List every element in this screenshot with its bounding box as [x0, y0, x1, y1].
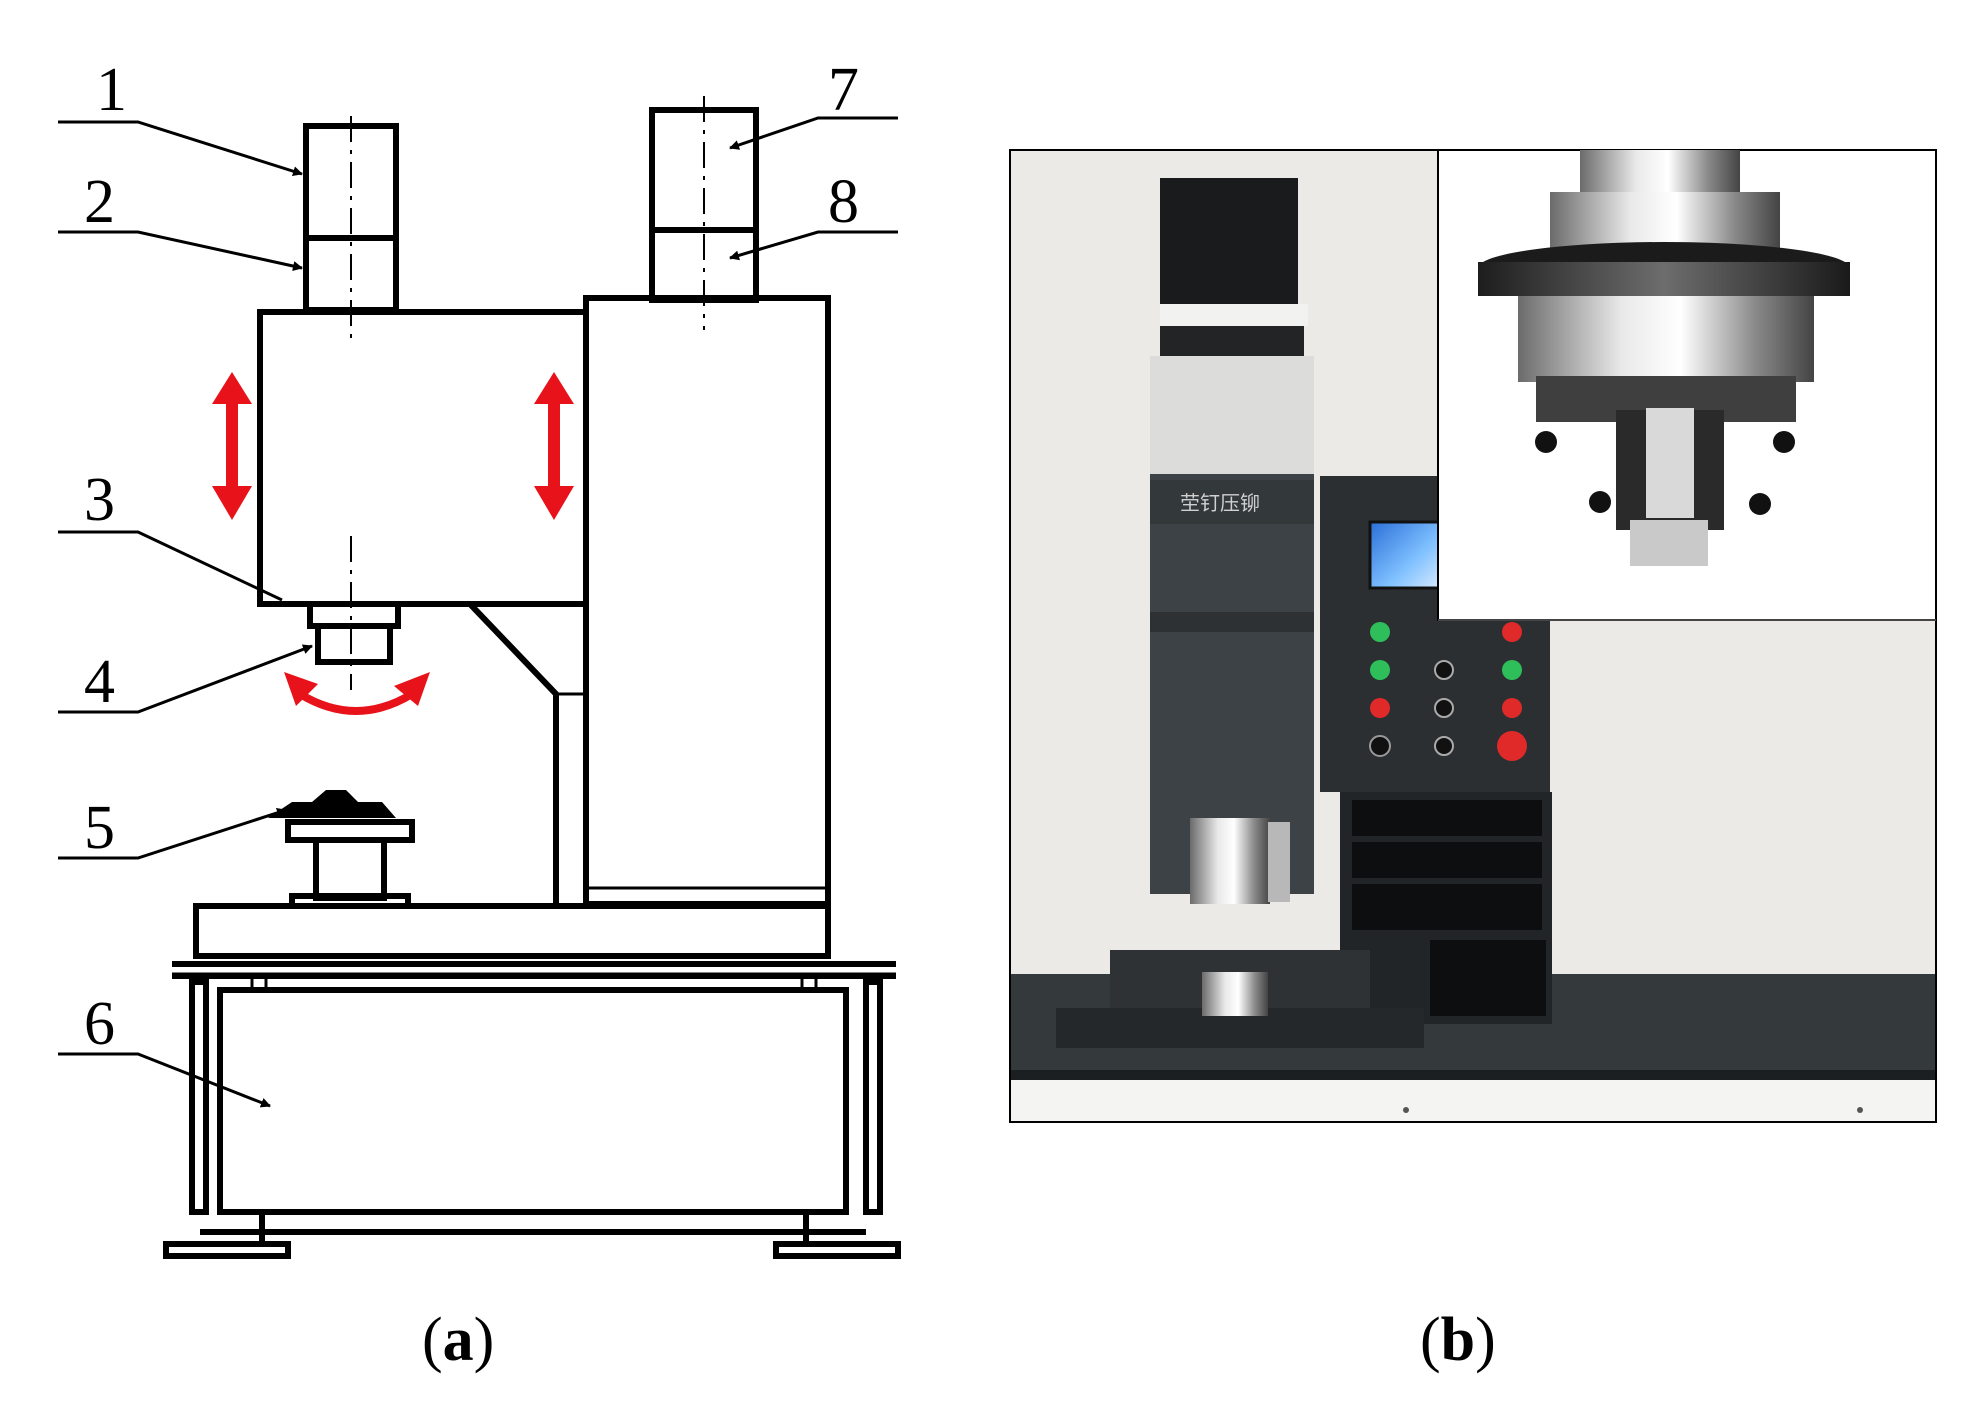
- photo-shelf-2: [1352, 842, 1542, 878]
- cabinet-support-right: [800, 974, 818, 992]
- rivet-head-flange: [307, 601, 401, 629]
- photo-shelf-3: [1352, 884, 1542, 930]
- caption-b: (b): [1420, 1306, 1496, 1374]
- callout-8: 8: [828, 168, 859, 236]
- head-housing: [257, 309, 589, 607]
- photo-table-edge: [1011, 1070, 1935, 1080]
- callout-leaders: [58, 116, 898, 1108]
- callout-4: 4: [84, 648, 115, 716]
- callout-6: 6: [84, 990, 115, 1058]
- rotation-arrowhead-left: [284, 672, 318, 706]
- machine-bed: [193, 903, 831, 959]
- fixture-table: [285, 819, 415, 843]
- fixture-clamp: [268, 790, 396, 818]
- foot-right: [773, 1241, 901, 1259]
- photo-actuator-silver: [1150, 356, 1314, 474]
- photo-head-label: 茔钉压铆: [1180, 491, 1260, 515]
- photo-table-front: [1011, 1080, 1935, 1121]
- rivet-head-tool: [315, 623, 393, 665]
- callout-2: 2: [84, 168, 115, 236]
- callout-5: 5: [84, 794, 115, 862]
- photo-head-lower-block: [1150, 612, 1314, 632]
- panel-b-photo: 茔钉压铆: [1009, 149, 1937, 1374]
- base-cabinet: [217, 987, 849, 1215]
- photo-inset-tool: [1478, 150, 1850, 566]
- rotation-arrowhead-right: [394, 672, 430, 706]
- photo-fixture: [1202, 972, 1268, 1016]
- photo-rivet-head-side: [1268, 822, 1290, 902]
- motion-arrows: [212, 372, 574, 715]
- photo-table-screw-right: [1857, 1107, 1863, 1113]
- callout-7: 7: [828, 56, 859, 124]
- photo-head-label-band: [1150, 480, 1314, 524]
- cabinet-support-left: [250, 974, 268, 992]
- panel-a-drawing: 1 2 3 4 5 6 7 8 (a): [58, 56, 901, 1374]
- vertical-motion-arrow-right: [534, 372, 574, 520]
- table-leg-left: [189, 979, 209, 1215]
- caption-a: (a): [422, 1306, 494, 1374]
- fixture-stem: [313, 837, 387, 901]
- right-column: [583, 295, 831, 907]
- photo-shelf-1: [1352, 800, 1542, 836]
- callout-3: 3: [84, 466, 115, 534]
- photo-shelf-4: [1430, 940, 1546, 1016]
- vertical-motion-arrow-left: [212, 372, 252, 520]
- photo-table-screw-left: [1403, 1107, 1409, 1113]
- rotation-motion-arc: [297, 690, 415, 715]
- photo-actuator-cap: [1160, 178, 1298, 304]
- photo-actuator-band: [1160, 304, 1308, 326]
- callout-1: 1: [96, 56, 127, 124]
- foot-left: [163, 1241, 291, 1259]
- table-leg-right: [863, 979, 883, 1215]
- photo-lcd-screen: [1368, 520, 1442, 590]
- photo-control-buttons: [1369, 622, 1527, 761]
- photo-rivet-head: [1190, 818, 1270, 904]
